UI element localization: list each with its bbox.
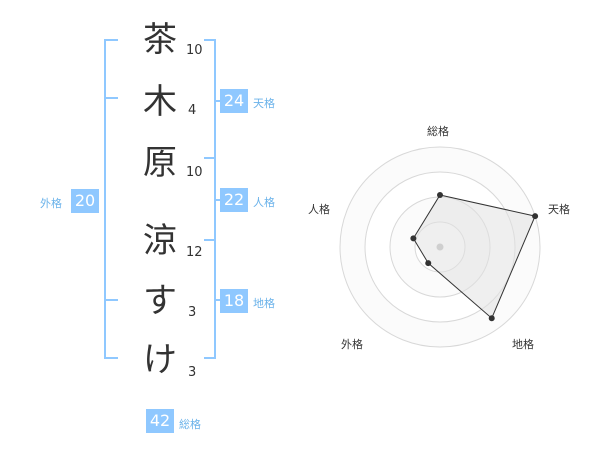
jinkaku-value: 22	[220, 188, 248, 212]
radar-axis-chikaku: 地格	[512, 338, 534, 351]
stroke-count-4: 12	[186, 245, 203, 260]
stroke-count-2: 4	[188, 103, 197, 118]
stroke-count-6: 3	[188, 365, 197, 380]
stroke-count-5: 3	[188, 305, 197, 320]
radar-point-2	[532, 213, 539, 220]
jinkaku-label: 人格	[253, 196, 275, 209]
radar-point-1	[437, 192, 443, 198]
gaikaku-value: 20	[71, 189, 99, 213]
name-char-3: 原	[143, 143, 177, 183]
radar-polygon	[412, 194, 536, 320]
radar-axis-gaikaku: 外格	[341, 338, 363, 351]
name-char-6: け	[143, 340, 177, 380]
radar-svg	[339, 146, 541, 348]
name-char-1: 茶	[143, 20, 177, 60]
radar-center	[436, 243, 444, 251]
tenkaku-label: 天格	[253, 97, 275, 110]
gaikaku-bracket	[104, 39, 118, 359]
chikaku-value: 18	[220, 289, 248, 313]
gaikaku-label: 外格	[40, 197, 62, 210]
stroke-count-3: 10	[186, 165, 203, 180]
name-panel: 茶 木 原 涼 す け 10 4 10 12 3 3 24 天格 22 人格 1…	[0, 0, 300, 470]
radar-point-4	[425, 260, 432, 267]
stroke-count-1: 10	[186, 43, 203, 58]
radar-axis-tenkaku: 天格	[548, 203, 570, 216]
radar-axis-jinkaku: 人格	[308, 203, 330, 216]
bracket-lines	[104, 39, 221, 359]
name-char-5: す	[143, 281, 177, 321]
tenkaku-value: 24	[220, 89, 248, 113]
name-char-4: 涼	[143, 221, 177, 261]
jinkaku-bracket	[204, 157, 216, 241]
chikaku-bracket	[204, 239, 216, 359]
chikaku-label: 地格	[253, 297, 275, 310]
soukaku-label: 総格	[179, 418, 201, 431]
tenkaku-bracket	[204, 39, 216, 159]
radar-chart: 総格 天格 地格 外格 人格	[300, 0, 600, 470]
radar-point-3	[488, 315, 495, 322]
radar-point-5	[410, 235, 417, 242]
soukaku-value: 42	[146, 409, 174, 433]
radar-axis-soukaku: 総格	[427, 125, 449, 138]
name-char-2: 木	[143, 82, 177, 122]
